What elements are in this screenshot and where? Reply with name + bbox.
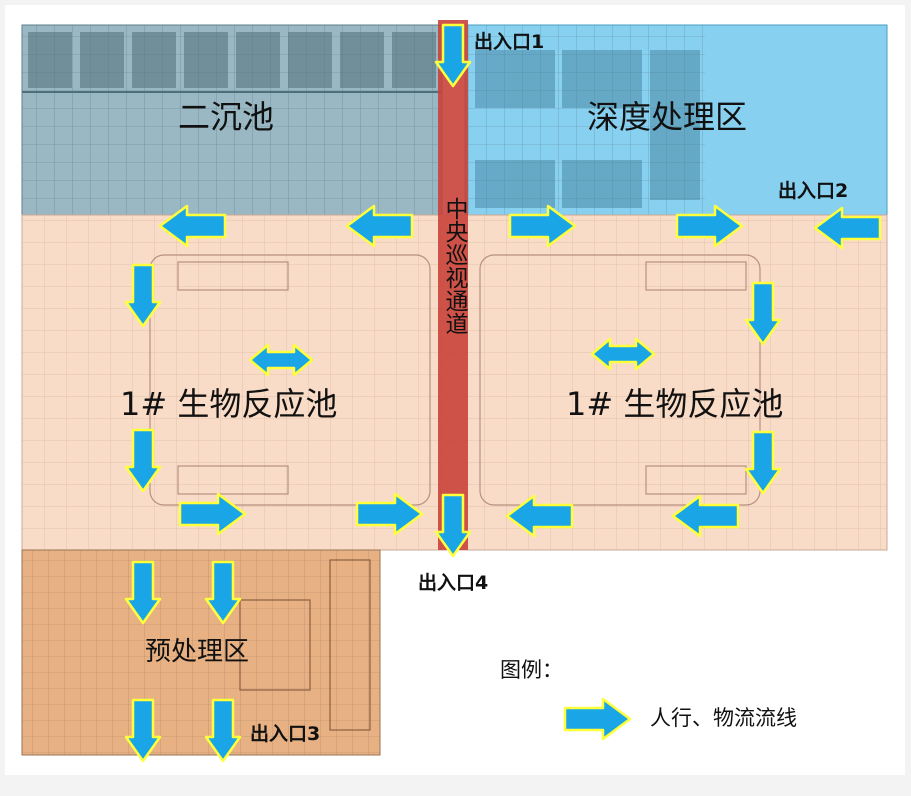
- label-central-corridor: 中央巡视通道: [441, 197, 467, 335]
- advanced-units: [475, 50, 700, 208]
- flow-arrow: [563, 697, 632, 741]
- flow-arrow: [813, 206, 882, 250]
- flow-arrow: [675, 204, 744, 248]
- label-bioreactor-right: 1# 生物反应池: [566, 385, 784, 423]
- central-corridor-band: [438, 20, 468, 550]
- label-entrance-1: 出入口1: [474, 31, 545, 53]
- flow-arrow: [124, 560, 162, 625]
- pretreatment-units: [239, 559, 371, 731]
- flow-arrow: [248, 343, 314, 377]
- label-entrance-3: 出入口3: [250, 723, 321, 745]
- label-pretreatment: 预处理区: [145, 637, 250, 667]
- flow-arrow: [124, 698, 162, 763]
- legend-item-label: 人行、物流流线: [650, 706, 797, 730]
- flow-arrow: [355, 492, 424, 536]
- flow-arrow: [434, 493, 472, 558]
- clarifier-units: [28, 32, 436, 88]
- flow-arrow: [744, 430, 782, 495]
- bioreactor-lanes: [149, 254, 761, 506]
- flow-arrow: [124, 263, 162, 328]
- flow-arrow: [124, 428, 162, 493]
- flow-arrow: [204, 560, 242, 625]
- label-advanced-treatment: 深度处理区: [587, 98, 748, 136]
- label-entrance-4: 出入口4: [418, 572, 489, 594]
- label-bioreactor-left: 1# 生物反应池: [120, 385, 338, 423]
- flow-arrow: [434, 23, 472, 88]
- flow-arrow: [590, 337, 656, 371]
- flow-arrow: [671, 494, 740, 538]
- flow-arrow: [158, 204, 227, 248]
- flow-arrows: [124, 23, 882, 763]
- label-entrance-2: 出入口2: [778, 180, 849, 202]
- flow-arrow: [204, 698, 242, 763]
- pretreatment-grid: [22, 550, 380, 755]
- flow-arrow: [345, 204, 414, 248]
- legend-title: 图例：: [500, 658, 563, 682]
- advanced-grid: [465, 25, 705, 215]
- flow-arrow: [744, 281, 782, 346]
- label-secondary-clarifier: 二沉池: [178, 98, 275, 136]
- flow-arrow: [178, 492, 247, 536]
- flow-arrow: [505, 494, 574, 538]
- flow-arrow: [508, 204, 577, 248]
